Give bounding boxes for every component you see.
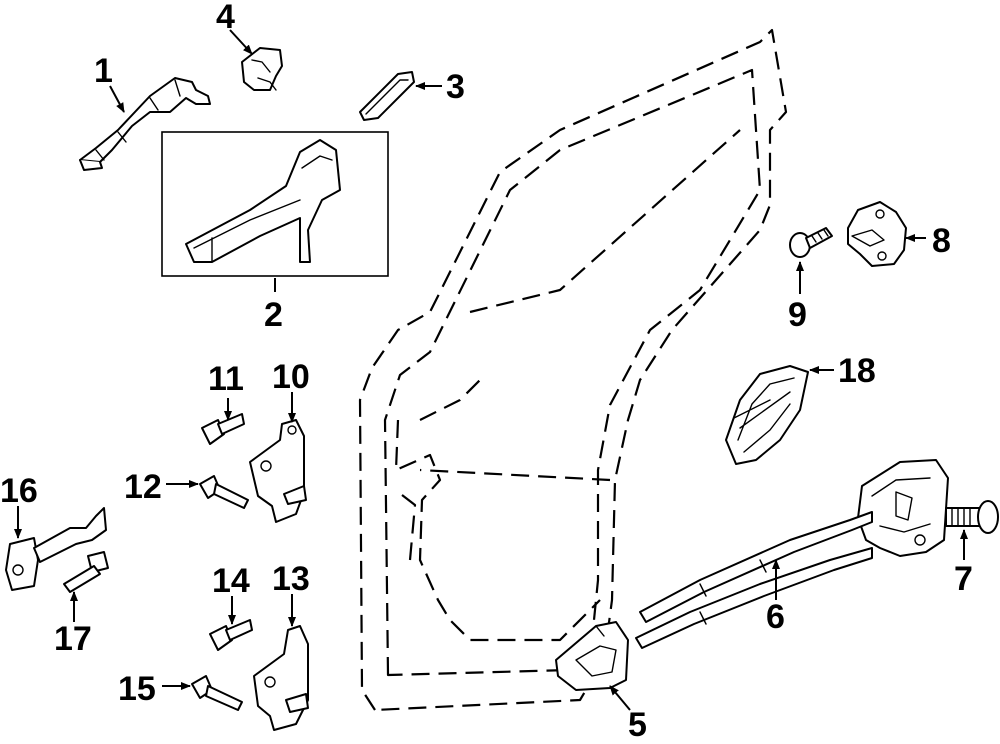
callout-15: 15 <box>118 670 156 708</box>
callout-2: 2 <box>264 296 283 334</box>
handle-bracket <box>241 47 283 91</box>
hinge-bolt-15 <box>191 675 243 711</box>
actuator-cover <box>555 621 629 691</box>
callout-18: 18 <box>838 352 876 390</box>
upper-hinge <box>249 419 307 523</box>
striker-bolt <box>789 227 833 258</box>
callout-8: 8 <box>932 222 951 260</box>
cable-assembly <box>635 511 873 649</box>
callout-13: 13 <box>272 560 310 598</box>
outside-handle <box>79 77 211 171</box>
door-check <box>5 507 107 591</box>
callout-3: 3 <box>446 68 465 106</box>
callout-9: 9 <box>788 296 807 334</box>
callout-7: 7 <box>954 560 973 598</box>
callout-14: 14 <box>212 562 250 600</box>
reinforcement-frame <box>161 131 389 277</box>
handle-cap <box>359 71 415 121</box>
leader-1 <box>109 85 125 113</box>
leader-5 <box>609 685 631 711</box>
callout-10: 10 <box>272 358 310 396</box>
check-bolt <box>63 551 109 593</box>
leader-lines <box>14 29 968 711</box>
callout-12: 12 <box>124 468 162 506</box>
callout-4: 4 <box>216 0 235 36</box>
callout-5: 5 <box>628 706 647 744</box>
door-lock <box>857 459 949 557</box>
hinge-bolt-12 <box>199 475 249 509</box>
callout-labels: 1 2 3 4 5 6 7 8 9 10 11 12 13 14 15 16 1… <box>0 0 973 744</box>
inside-handle <box>725 365 809 465</box>
door-outline <box>358 28 788 712</box>
hinge-bolt-14 <box>209 619 253 651</box>
door-striker <box>847 201 907 267</box>
callout-16: 16 <box>0 472 38 510</box>
callout-6: 6 <box>766 598 785 636</box>
lock-screw <box>945 500 999 534</box>
hinge-bolt-11 <box>201 413 245 445</box>
callout-1: 1 <box>94 52 113 90</box>
handle-reinforcement <box>161 131 389 277</box>
lower-hinge <box>253 625 309 731</box>
leader-4 <box>229 29 253 55</box>
callout-11: 11 <box>208 360 244 398</box>
callout-17: 17 <box>54 620 92 658</box>
